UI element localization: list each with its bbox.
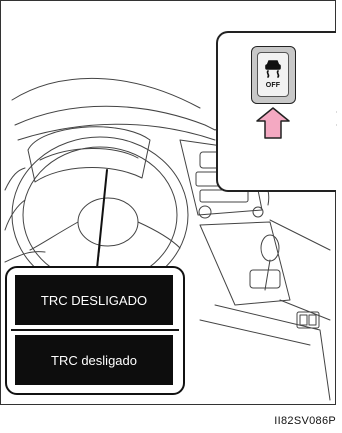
display-message-lower: TRC desligado [15,335,173,385]
display-message-upper: TRC DESLIGADO [15,275,173,325]
message-display-panel: TRC DESLIGADO TRC desligado [5,266,185,395]
figure-code: II82SV086P [274,415,336,427]
display-message-lower-text: TRC desligado [51,353,137,368]
display-message-upper-text: TRC DESLIGADO [41,293,147,308]
display-divider [11,329,179,331]
